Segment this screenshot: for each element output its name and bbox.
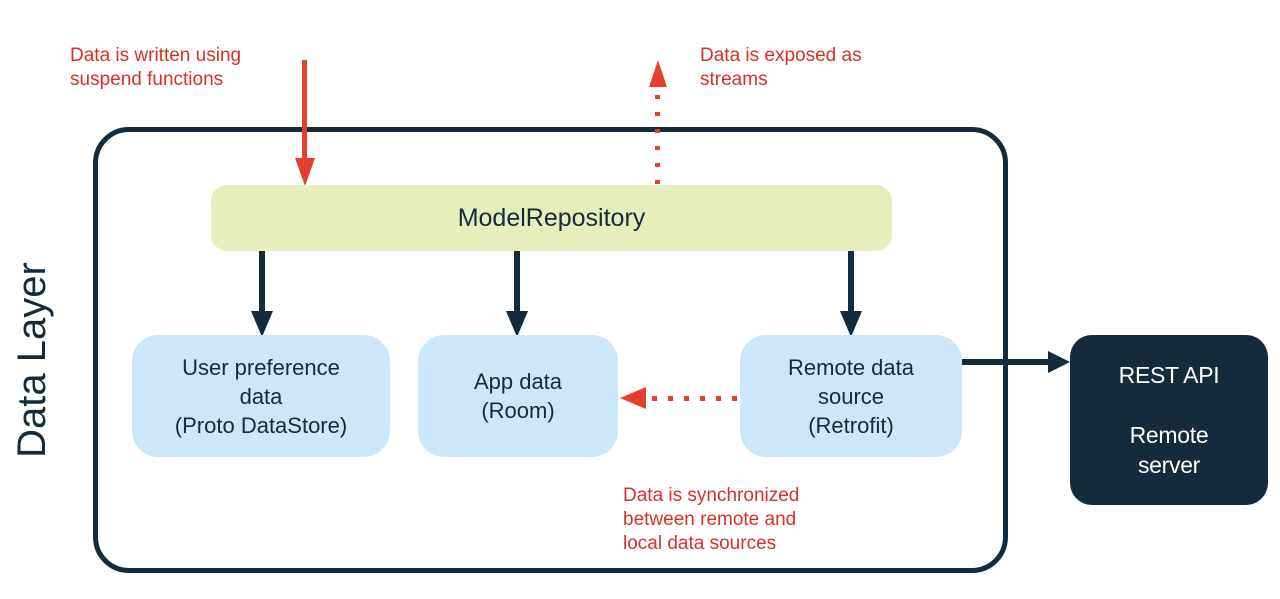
app-data-node: App data (Room) — [418, 335, 618, 457]
suspend-write-arrow-line — [302, 60, 307, 160]
stream-expose-arrow-dots — [655, 95, 660, 187]
stream-expose-arrow-head — [649, 60, 667, 87]
remote-data-source-node: Remote data source (Retrofit) — [740, 335, 962, 457]
repo-to-userpref-arrow-head — [251, 311, 273, 337]
sync-arrow-head — [620, 387, 646, 409]
annotation-exposed-streams: Data is exposed as streams — [700, 45, 862, 90]
annotation-suspend-functions: Data is written using suspend functions — [70, 45, 242, 90]
annotation-data-synchronized: Data is synchronized between remote and … — [623, 485, 800, 554]
model-repository-node: ModelRepository — [211, 185, 892, 251]
data-layer-container — [93, 127, 1008, 573]
suspend-write-arrow-head — [295, 158, 315, 186]
rest-api-remote-server-node: REST API Remote server — [1070, 335, 1268, 505]
user-preference-data-node: User preference data (Proto DataStore) — [132, 335, 390, 457]
repo-to-remote-arrow-line — [848, 251, 854, 313]
repo-to-appdata-arrow-head — [506, 311, 528, 337]
repo-to-remote-arrow-head — [840, 311, 862, 337]
data-layer-label: Data Layer — [10, 262, 54, 458]
sync-arrow-dots — [652, 396, 740, 401]
remote-to-restapi-arrow-head — [1048, 351, 1070, 373]
remote-to-restapi-arrow-line — [962, 359, 1050, 365]
repo-to-appdata-arrow-line — [514, 251, 520, 313]
repo-to-userpref-arrow-line — [259, 251, 265, 313]
